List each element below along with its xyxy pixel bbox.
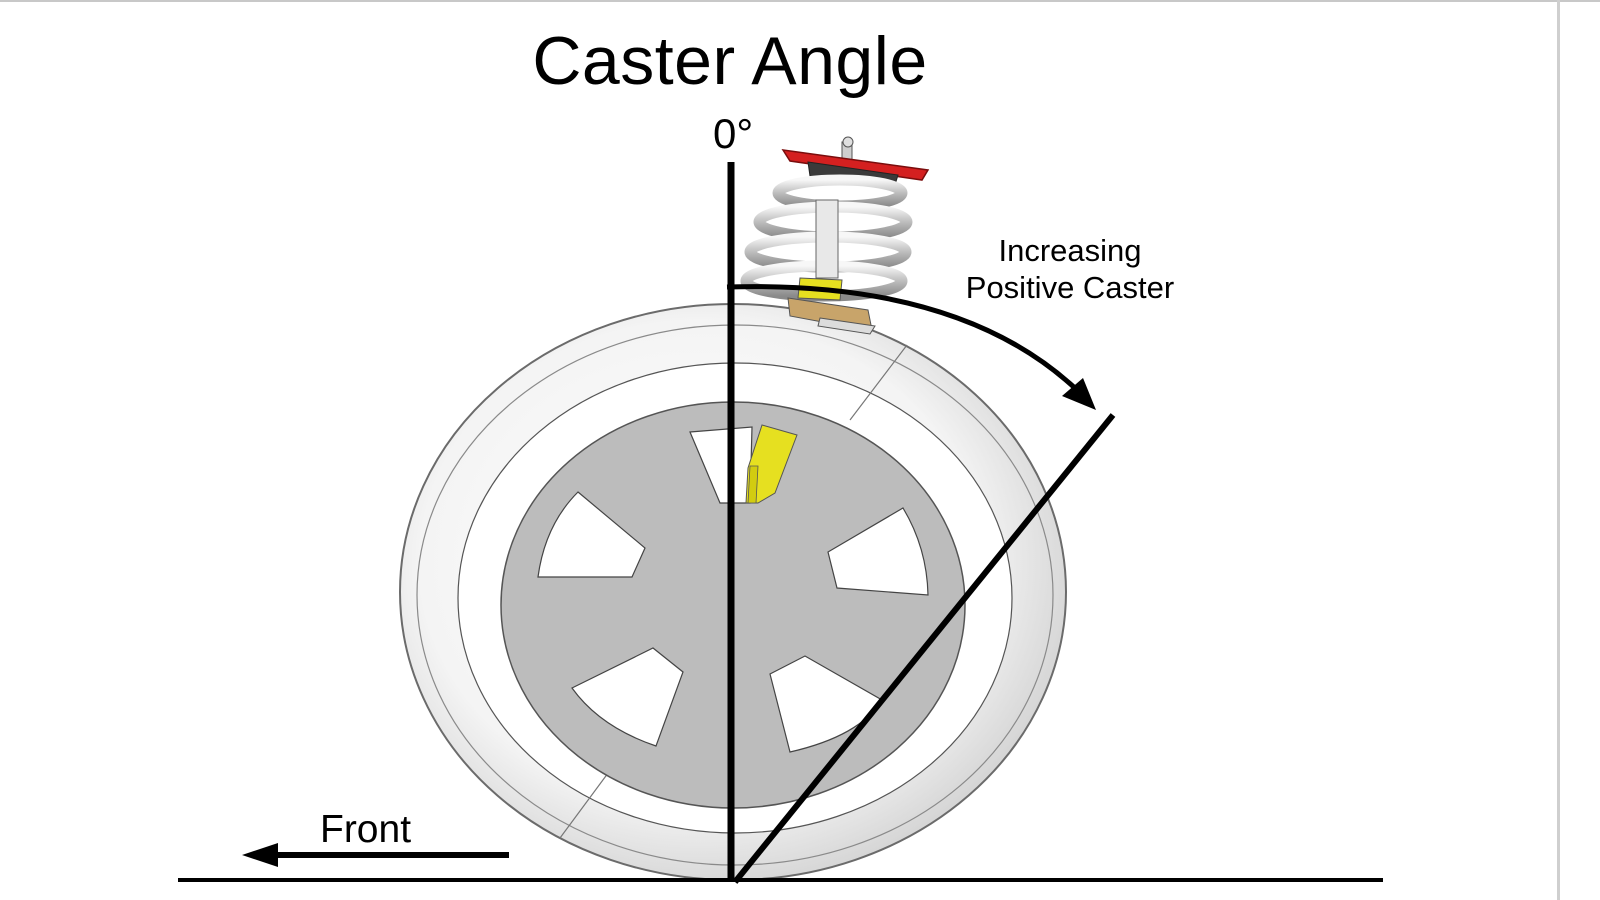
shock-nut (842, 136, 854, 148)
curved-arrow-icon (726, 284, 1079, 392)
arrow-left-icon (242, 843, 278, 867)
rim-cutout-lower-left (571, 647, 684, 747)
right-border (1557, 0, 1560, 900)
caster-axis-line (732, 413, 1116, 884)
caster-label: Increasing Positive Caster (940, 232, 1200, 306)
shock-body (815, 199, 839, 279)
rim-cutout-left (537, 491, 646, 578)
coilover-assembly (740, 136, 930, 335)
brake-caliper (745, 424, 798, 504)
rim-cutout-right (827, 507, 929, 596)
zero-degree-label: 0° (713, 110, 754, 157)
caliper-detail (747, 465, 759, 504)
diagram-title: Caster Angle (532, 23, 928, 99)
tread-seam-top (849, 344, 908, 421)
tire-inner-edge (416, 324, 1054, 866)
front-label: Front (320, 808, 412, 851)
curved-arrowhead (1062, 378, 1096, 410)
tread-seam-bottom (559, 764, 615, 839)
caster-label-line2: Positive Caster (965, 270, 1175, 305)
caster-label-line1: Increasing (998, 233, 1142, 268)
top-mount-plate (781, 149, 930, 181)
top-border (0, 0, 1600, 2)
lower-seat-ring (817, 317, 876, 335)
